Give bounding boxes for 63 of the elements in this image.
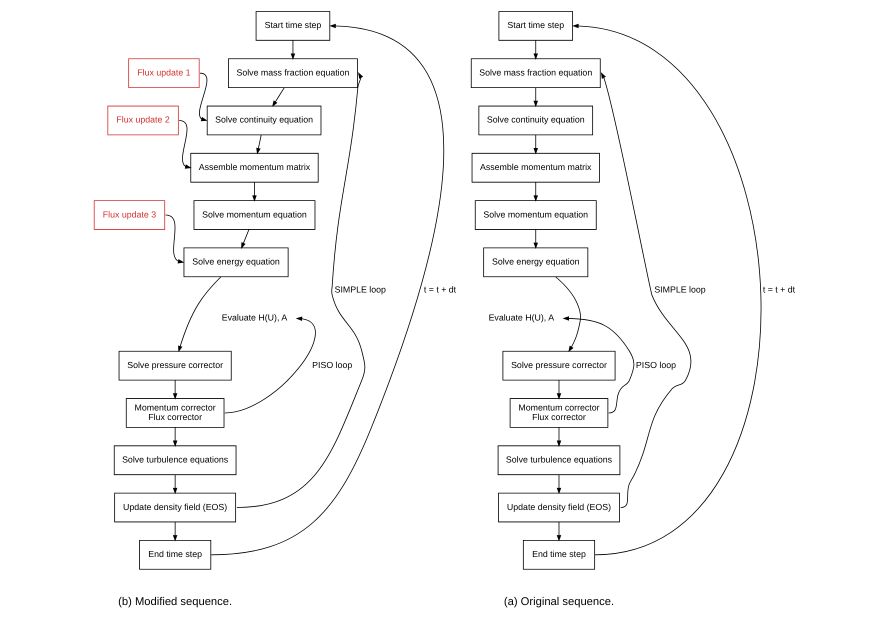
node-box: Solve turbulence equations (114, 445, 236, 476)
node-box: Solve energy equation (483, 247, 588, 278)
arrow (172, 427, 178, 447)
arrow (555, 276, 581, 352)
node-box: Flux update 3 (94, 200, 166, 230)
arrow (252, 182, 257, 202)
edge-label: t = t + dt (424, 284, 456, 295)
edge-label: SIMPLE loop (334, 284, 386, 295)
arrow (178, 276, 222, 352)
arrow (272, 87, 285, 107)
node-box: Solve mass fraction equation (228, 58, 358, 88)
arrow (534, 182, 538, 202)
node-box: Solve turbulence equations (498, 445, 620, 476)
edge-label: PISO loop (636, 360, 676, 370)
arrow (556, 427, 562, 447)
edge-label: PISO loop (312, 360, 352, 370)
arrow (534, 40, 538, 60)
arrow (290, 40, 296, 60)
node-box: Solve momentum equation (474, 200, 597, 230)
arrow (178, 120, 192, 169)
node-box: Update density field (EOS) (114, 492, 236, 522)
arrow (172, 380, 178, 400)
arrow (172, 474, 178, 494)
arrow (210, 24, 444, 556)
arrow (572, 24, 762, 556)
node-box: Flux update 2 (107, 106, 179, 136)
edge-label: SIMPLE loop (654, 284, 706, 295)
node-box: Start time step (498, 11, 574, 41)
node-box: End time step (522, 540, 596, 570)
node-box: Solve continuity equation (206, 106, 322, 136)
arrow (600, 72, 692, 508)
arrow (165, 214, 184, 264)
label: (a) Original sequence. (504, 596, 614, 608)
arrow (556, 380, 562, 400)
arrow (534, 229, 538, 250)
node-box: Solve momentum equation (194, 200, 316, 230)
node-box: Solve continuity equation (478, 106, 594, 136)
arrow (256, 134, 262, 154)
node-box: Assemble momentum matrix (472, 152, 600, 183)
arrow (534, 87, 538, 108)
node-text: Evaluate H(U), A (222, 312, 288, 323)
arrow (236, 72, 366, 508)
node-box: Momentum corrector Flux corrector (510, 398, 608, 428)
node-box: Solve energy equation (184, 247, 289, 278)
node-text: Evaluate H(U), A (488, 312, 554, 323)
arrow (534, 134, 538, 154)
node-box: Update density field (EOS) (498, 492, 620, 522)
node-box: Start time step (256, 11, 330, 41)
arrow (556, 522, 562, 542)
arrow (556, 474, 562, 494)
edge-label: t = t + dt (762, 284, 796, 295)
arrow (224, 316, 316, 414)
node-box: Flux update 1 (128, 58, 200, 88)
arrow (172, 522, 178, 542)
arrow (241, 229, 250, 249)
label: (b) Modified sequence. (118, 596, 232, 608)
node-box: Assemble momentum matrix (190, 152, 319, 183)
node-box: Momentum corrector Flux corrector (126, 398, 224, 428)
node-box: Solve mass fraction equation (470, 58, 601, 88)
arrow (562, 316, 634, 414)
node-box: Solve pressure corrector (502, 350, 616, 380)
node-box: Solve pressure corrector (118, 350, 232, 380)
node-box: End time step (139, 540, 212, 570)
